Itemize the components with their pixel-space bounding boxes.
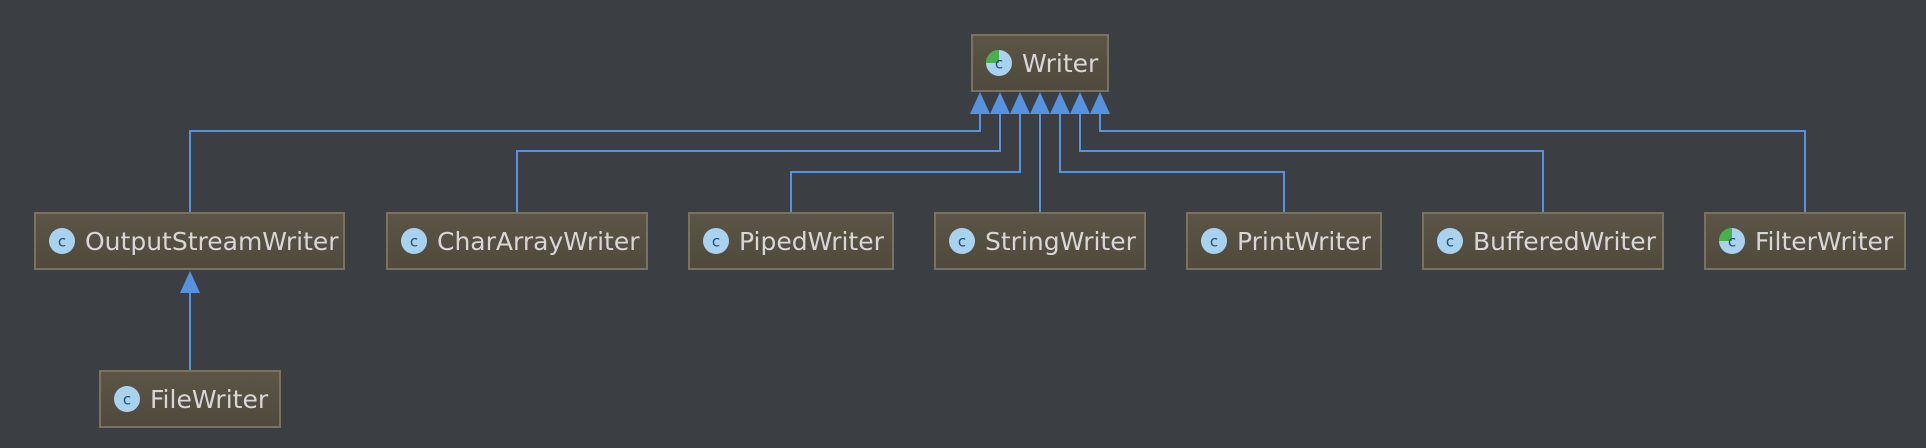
svg-text:c: c — [410, 233, 418, 251]
class-icon: c — [703, 228, 729, 254]
node-stringwriter[interactable]: c StringWriter — [934, 212, 1146, 270]
svg-text:c: c — [995, 55, 1003, 73]
node-label: OutputStreamWriter — [85, 226, 339, 256]
abstract-class-icon: c — [1719, 228, 1745, 254]
class-icon: c — [949, 228, 975, 254]
edge-filterwriter-to-writer — [1099, 112, 1806, 212]
node-outputstreamwriter[interactable]: c OutputStreamWriter — [34, 212, 345, 270]
svg-text:c: c — [712, 233, 720, 251]
node-filterwriter[interactable]: c FilterWriter — [1704, 212, 1906, 270]
node-label: FilterWriter — [1755, 226, 1894, 256]
node-writer[interactable]: c Writer — [971, 34, 1109, 92]
class-icon: c — [114, 386, 140, 412]
node-label: BufferedWriter — [1473, 226, 1656, 256]
inheritance-arrowhead — [1090, 92, 1110, 114]
inheritance-arrowhead — [1030, 92, 1050, 114]
edge-chararraywriter-to-writer — [516, 112, 1001, 212]
inheritance-arrowhead — [1070, 92, 1090, 114]
edge-outputstreamwriter-to-writer — [189, 112, 981, 212]
class-icon: c — [401, 228, 427, 254]
class-icon: c — [49, 228, 75, 254]
edge-bufferedwriter-to-writer — [1079, 112, 1544, 212]
inheritance-arrowhead — [1050, 92, 1070, 114]
svg-text:c: c — [1446, 233, 1454, 251]
class-icon: c — [1437, 228, 1463, 254]
node-printwriter[interactable]: c PrintWriter — [1186, 212, 1382, 270]
edge-pipedwriter-to-writer — [790, 112, 1021, 212]
svg-text:c: c — [1210, 233, 1218, 251]
svg-text:c: c — [123, 391, 131, 409]
node-label: PrintWriter — [1237, 226, 1371, 256]
node-label: StringWriter — [985, 226, 1136, 256]
inheritance-arrowhead — [970, 92, 990, 114]
svg-text:c: c — [58, 233, 66, 251]
inheritance-arrowhead — [180, 271, 200, 293]
inheritance-arrowhead — [990, 92, 1010, 114]
svg-text:c: c — [1728, 233, 1736, 251]
node-label: PipedWriter — [739, 226, 884, 256]
abstract-class-icon: c — [986, 50, 1012, 76]
node-label: FileWriter — [150, 384, 269, 414]
node-chararraywriter[interactable]: c CharArrayWriter — [386, 212, 648, 270]
node-label: CharArrayWriter — [437, 226, 640, 256]
class-icon: c — [1201, 228, 1227, 254]
edge-printwriter-to-writer — [1059, 112, 1285, 212]
svg-text:c: c — [958, 233, 966, 251]
inheritance-arrowhead — [1010, 92, 1030, 114]
node-label: Writer — [1022, 48, 1099, 78]
node-pipedwriter[interactable]: c PipedWriter — [688, 212, 894, 270]
node-bufferedwriter[interactable]: c BufferedWriter — [1422, 212, 1664, 270]
node-filewriter[interactable]: c FileWriter — [99, 370, 281, 428]
